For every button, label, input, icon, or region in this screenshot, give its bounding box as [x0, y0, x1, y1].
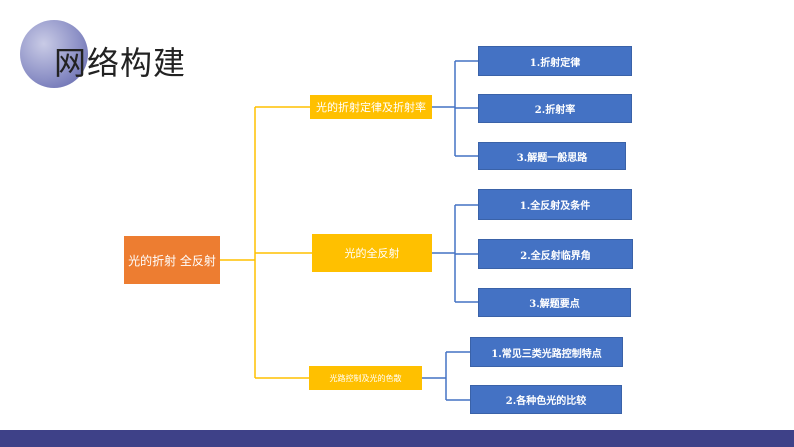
- branch-node-refraction: 光的折射定律及折射率: [310, 95, 432, 119]
- leaf-node-light-path-control: 1.常见三类光路控制特点: [470, 337, 623, 367]
- leaf-node-total-reflection-condition: 1.全反射及条件: [478, 189, 632, 220]
- leaf-node-solving-approach: 3.解题一般思路: [478, 142, 626, 170]
- leaf-node-color-light-comparison: 2.各种色光的比较: [470, 385, 622, 414]
- branch-node-total-reflection: 光的全反射: [312, 234, 432, 272]
- page-title: 网络构建: [54, 44, 187, 82]
- title-decoration-circle: [20, 20, 88, 88]
- leaf-node-solving-key-points: 3.解题要点: [478, 288, 631, 317]
- footer-bar: [0, 430, 794, 447]
- leaf-node-critical-angle: 2.全反射临界角: [478, 239, 633, 269]
- branch-node-light-path-dispersion: 光路控制及光的色散: [309, 366, 422, 390]
- leaf-node-refractive-index: 2.折射率: [478, 94, 632, 123]
- root-node: 光的折射 全反射: [124, 236, 220, 284]
- leaf-node-refraction-law: 1.折射定律: [478, 46, 632, 76]
